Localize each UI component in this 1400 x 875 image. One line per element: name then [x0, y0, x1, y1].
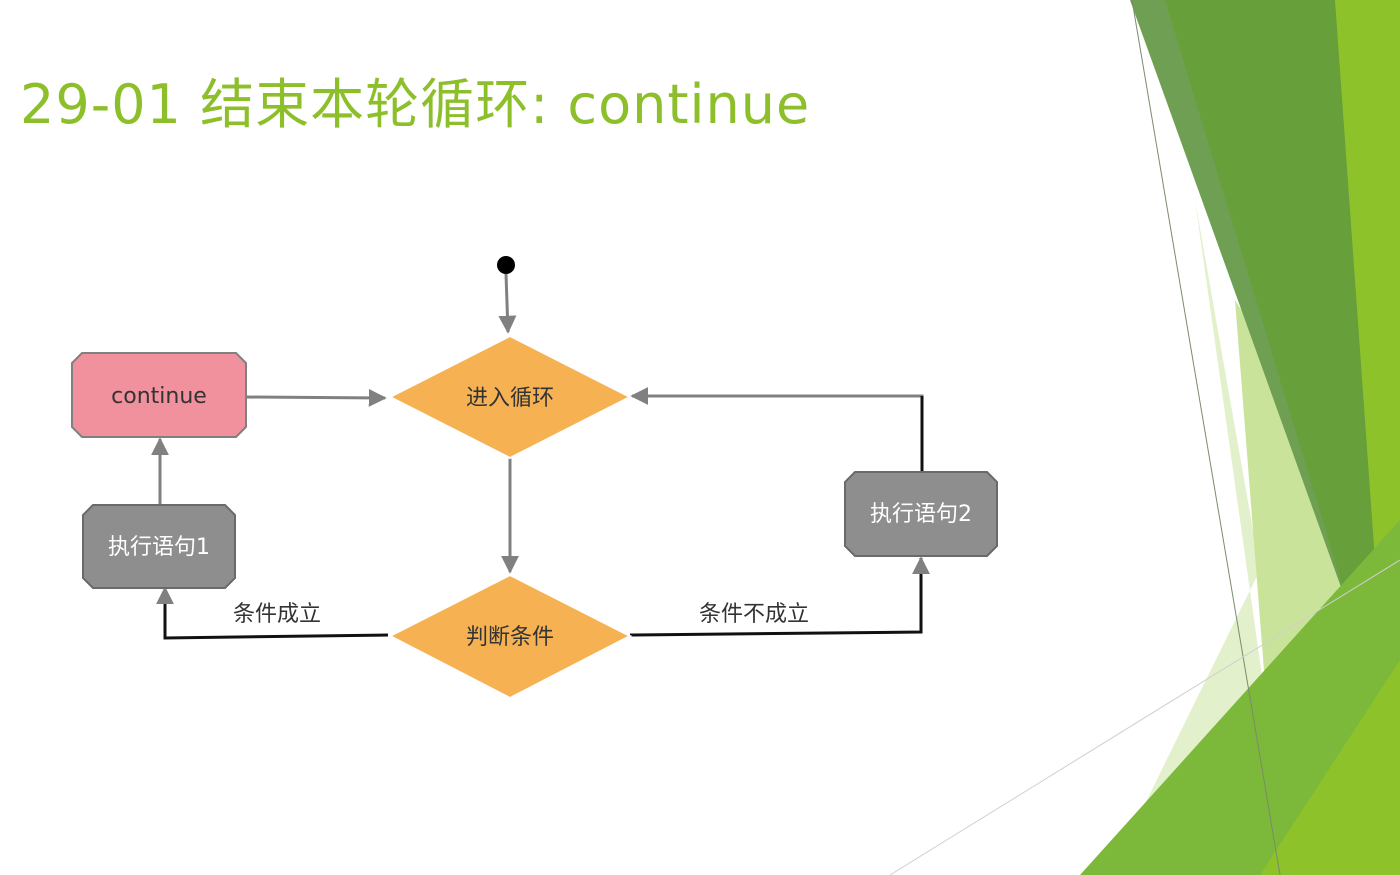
edge-stmt2-to-enter — [630, 387, 924, 472]
condition-true-label: 条件成立 — [233, 602, 321, 627]
continue-node — [71, 352, 247, 438]
exec-stmt-2-node — [844, 471, 998, 557]
judge-condition-label: 判断条件 — [466, 625, 554, 650]
deco-thin-line-1 — [1131, 0, 1281, 875]
condition-false-label: 条件不成立 — [699, 602, 809, 627]
slide-title: 29-01 结束本轮循环: continue — [20, 73, 811, 136]
deco-mid-triangle — [1165, 0, 1400, 660]
continue-node-label: continue — [111, 384, 207, 409]
exec-stmt-1-label: 执行语句1 — [108, 535, 210, 560]
edge-condition-true — [156, 586, 389, 640]
exec-stmt-1-node — [82, 504, 236, 589]
deco-bottom-bright — [1260, 660, 1400, 875]
edge-start-to-enter — [498, 273, 517, 334]
enter-loop-diamond — [387, 334, 633, 460]
edge-condition-false — [629, 556, 930, 637]
edge-continue-to-enter — [245, 388, 387, 407]
judge-condition-diamond — [387, 573, 633, 700]
start-dot — [497, 256, 515, 274]
deco-thin-line-2 — [889, 559, 1400, 875]
exec-stmt-2-label: 执行语句2 — [870, 502, 972, 527]
enter-loop-label: 进入循环 — [466, 386, 554, 411]
